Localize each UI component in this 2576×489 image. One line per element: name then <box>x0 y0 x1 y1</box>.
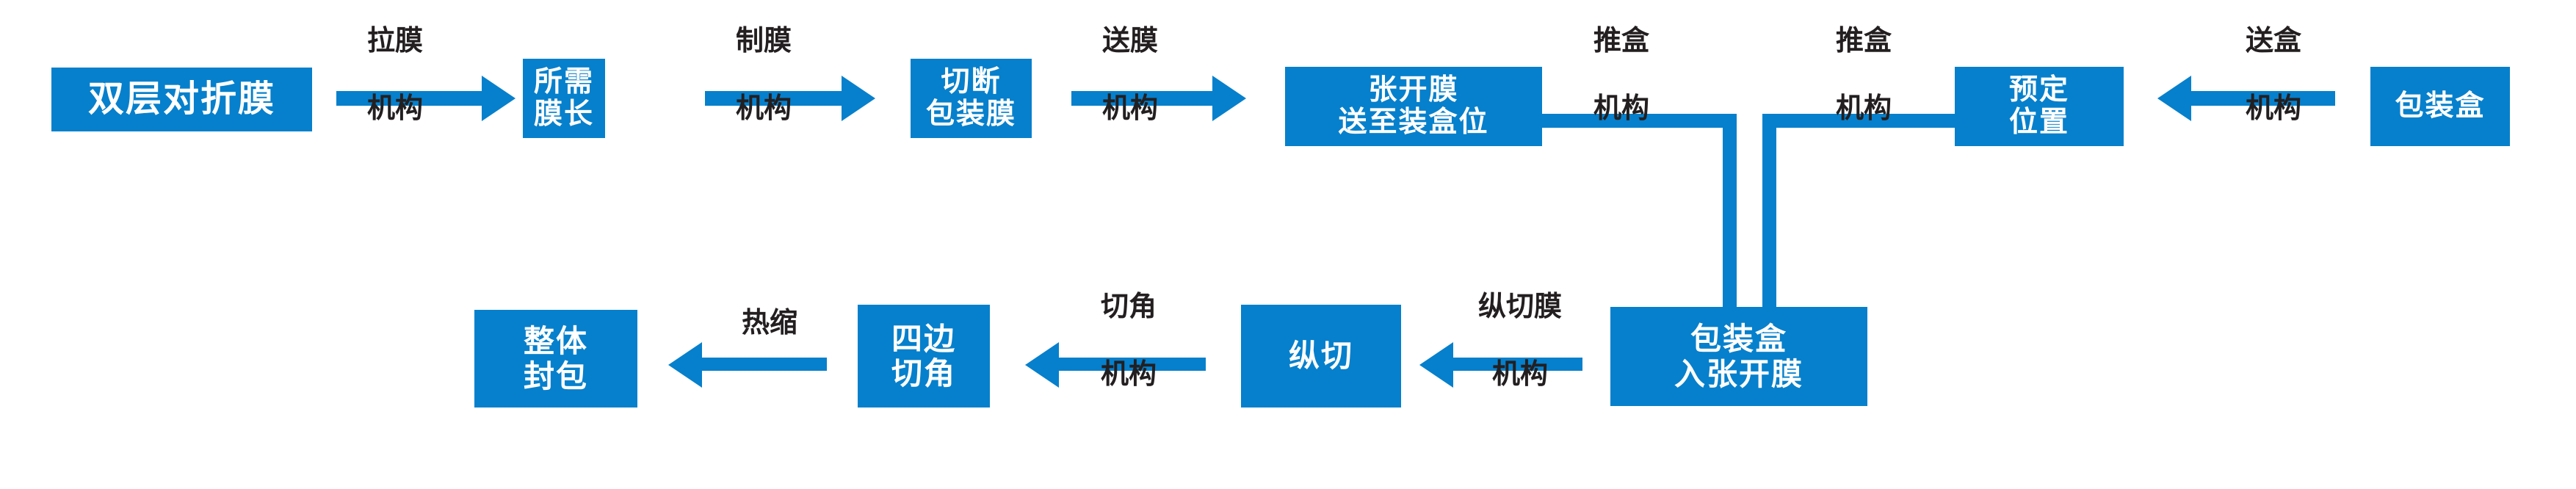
node-double-fold-film[interactable]: 双层对折膜 <box>51 68 312 131</box>
node-line: 膜长 <box>533 98 594 130</box>
edge-label-cut-corner: 切角 机构 <box>1066 291 1191 391</box>
node-four-side-corner[interactable]: 四边 切角 <box>858 305 990 408</box>
node-whole-seal[interactable]: 整体 封包 <box>474 310 637 408</box>
edge-label-push-box-left: 推盒 机构 <box>1563 26 1680 125</box>
edge-line: 纵切膜 <box>1477 291 1562 322</box>
edge-line: 拉膜 <box>366 26 423 57</box>
arrow-shaft-heat-shrink <box>702 358 827 371</box>
connector-open-film-horizontal <box>1542 114 1737 128</box>
edge-line: 推盒 <box>1593 26 1649 57</box>
edge-label-feed-box: 送盒 机构 <box>2215 26 2332 125</box>
arrow-shaft-slit-film <box>1453 358 1582 371</box>
edge-line: 推盒 <box>1835 26 1892 57</box>
edge-line: 机构 <box>1491 358 1548 390</box>
edge-line: 送盒 <box>2245 26 2301 57</box>
node-line: 切断 <box>941 66 1002 98</box>
edge-label-push-box-right: 推盒 机构 <box>1805 26 1922 125</box>
arrow-shaft-feed-film <box>1071 91 1212 106</box>
edge-line: 制膜 <box>735 26 792 57</box>
arrow-head-feed-box <box>2157 76 2191 121</box>
node-open-film-to-slot[interactable]: 张开膜 送至装盒位 <box>1285 67 1542 146</box>
node-line: 包装盒 <box>1690 322 1787 357</box>
node-line: 包装膜 <box>925 98 1016 130</box>
edge-label-heat-shrink: 热缩 <box>711 308 828 339</box>
edge-line: 机构 <box>1100 358 1157 390</box>
node-slit[interactable]: 纵切 <box>1241 305 1401 408</box>
edge-line: 切角 <box>1100 291 1157 322</box>
node-line: 所需 <box>533 66 594 98</box>
edge-line: 机构 <box>1101 93 1158 124</box>
node-box-into-film[interactable]: 包装盒 入张开膜 <box>1610 307 1867 406</box>
edge-line: 送膜 <box>1101 26 1158 57</box>
node-package-box[interactable]: 包装盒 <box>2370 67 2510 146</box>
arrow-head-feed-film <box>1212 76 1246 121</box>
arrow-head-slit-film <box>1419 342 1453 388</box>
edge-line: 机构 <box>1593 93 1649 124</box>
arrow-head-pull-film <box>482 76 515 121</box>
node-line: 包装盒 <box>2395 90 2486 123</box>
node-line: 入张开膜 <box>1674 356 1803 391</box>
arrow-shaft-cut-corner <box>1059 358 1206 371</box>
node-line: 整体 <box>523 324 588 359</box>
arrow-head-make-film <box>842 76 875 121</box>
connector-open-film-vertical <box>1723 114 1737 311</box>
node-line: 预定 <box>2008 74 2069 106</box>
edge-label-pull-film: 拉膜 机构 <box>336 26 454 125</box>
arrow-shaft-make-film <box>705 91 842 106</box>
node-line: 双层对折膜 <box>87 79 275 120</box>
arrow-head-heat-shrink <box>668 342 702 388</box>
edge-line: 机构 <box>2245 93 2301 124</box>
connector-preset-horizontal <box>1762 114 1957 128</box>
node-line: 送至装盒位 <box>1338 106 1489 138</box>
node-line: 纵切 <box>1288 338 1353 374</box>
node-cut-package-film[interactable]: 切断 包装膜 <box>911 59 1032 138</box>
node-preset-position[interactable]: 预定 位置 <box>1955 67 2124 146</box>
edge-line: 热缩 <box>741 308 797 338</box>
node-line: 位置 <box>2008 106 2069 138</box>
edge-label-make-film: 制膜 机构 <box>705 26 822 125</box>
node-line: 四边 <box>891 321 956 356</box>
node-line: 切角 <box>891 356 956 391</box>
edge-label-slit-film: 纵切膜 机构 <box>1448 291 1592 391</box>
edge-label-feed-film: 送膜 机构 <box>1071 26 1189 125</box>
node-required-length[interactable]: 所需 膜长 <box>523 59 605 138</box>
connector-preset-vertical <box>1762 114 1776 311</box>
node-line: 张开膜 <box>1368 74 1459 106</box>
arrow-head-cut-corner <box>1025 342 1059 388</box>
edge-line: 机构 <box>1835 93 1892 124</box>
node-line: 封包 <box>523 358 588 394</box>
edge-line: 机构 <box>735 93 792 124</box>
arrow-shaft-pull-film <box>336 91 482 106</box>
edge-line: 机构 <box>366 93 423 124</box>
arrow-shaft-feed-box <box>2191 91 2335 106</box>
